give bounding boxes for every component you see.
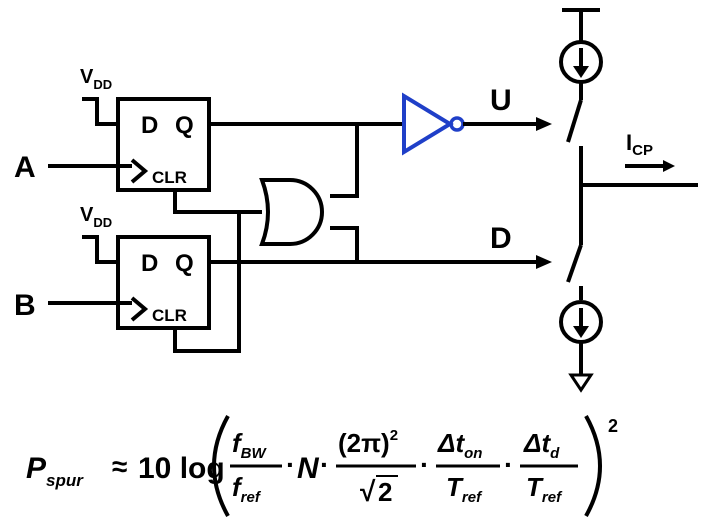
eq-outer-exponent: 2 — [608, 416, 618, 436]
icp-arrow-icon — [663, 160, 675, 172]
and-input-bottom-wire — [330, 226, 359, 262]
vdd-label-bottom: VDD — [80, 204, 112, 230]
vdd-tie-top — [82, 97, 118, 126]
inverter-icon — [402, 92, 465, 156]
eq-left-paren — [212, 415, 230, 517]
eq-t-ref-2: Tref — [526, 472, 563, 506]
flip-flop-bottom: VDD D Q CLR — [80, 204, 211, 330]
flip-flop-top: VDD D Q CLR — [80, 66, 211, 192]
up-signal-label: U — [490, 84, 512, 117]
eq-approx: ≈ — [112, 451, 127, 482]
eq-dt-d: Δtd — [523, 428, 560, 462]
switch-icon — [566, 99, 583, 143]
and-gate-icon — [259, 178, 324, 246]
eq-dot-1: · — [286, 449, 295, 480]
vdd-label-top: VDD — [80, 66, 112, 92]
clock-triangle-bottom — [130, 296, 149, 322]
ground-icon — [568, 373, 594, 393]
eq-n: N — [297, 452, 320, 485]
clock-triangle-top — [130, 158, 149, 184]
eq-two-pi: (2π)2 — [338, 427, 398, 458]
ff-top-clr-label: CLR — [152, 168, 187, 187]
spur-equation: Pspur ≈ 10 log fBW fref · N · (2π)2 √ 2 … — [26, 415, 618, 517]
eq-f-bw: fBW — [232, 428, 268, 462]
vdd-tie-bottom — [82, 235, 118, 264]
eq-dot-4: · — [504, 449, 513, 480]
ff-bottom-q-label: Q — [175, 250, 194, 277]
eq-dot-2: · — [320, 449, 329, 480]
reset-bottom-wire — [173, 212, 241, 353]
switch-icon — [566, 244, 583, 283]
eq-dot-3: · — [420, 449, 429, 480]
flip-flop-bottom-box — [116, 235, 211, 330]
input-b-label: B — [14, 289, 36, 322]
current-source-icon — [559, 300, 603, 344]
down-arrow-icon — [536, 255, 552, 269]
eq-p: Pspur — [26, 452, 84, 490]
ff-bottom-d-label: D — [141, 250, 158, 277]
down-signal-label: D — [490, 222, 512, 255]
ff-bottom-clr-label: CLR — [152, 306, 187, 325]
eq-t-ref-1: Tref — [446, 472, 483, 506]
ff-top-d-label: D — [141, 112, 158, 139]
eq-right-paren — [584, 415, 602, 517]
reset-top-wire — [173, 190, 262, 214]
ff-top-q-label: Q — [175, 112, 194, 139]
eq-sqrt-two: 2 — [378, 477, 392, 507]
input-a-label: A — [14, 151, 36, 184]
up-arrow-icon — [536, 117, 552, 131]
eq-dt-on: Δton — [437, 428, 482, 462]
icp-label: ICP — [626, 130, 653, 159]
flip-flop-top-box — [116, 97, 211, 192]
eq-sqrt-symbol: √ — [360, 476, 376, 507]
current-source-icon — [559, 40, 603, 84]
eq-ten-log: 10 log — [138, 452, 225, 485]
and-input-top-wire — [330, 124, 359, 198]
eq-f-ref: fref — [232, 472, 262, 506]
